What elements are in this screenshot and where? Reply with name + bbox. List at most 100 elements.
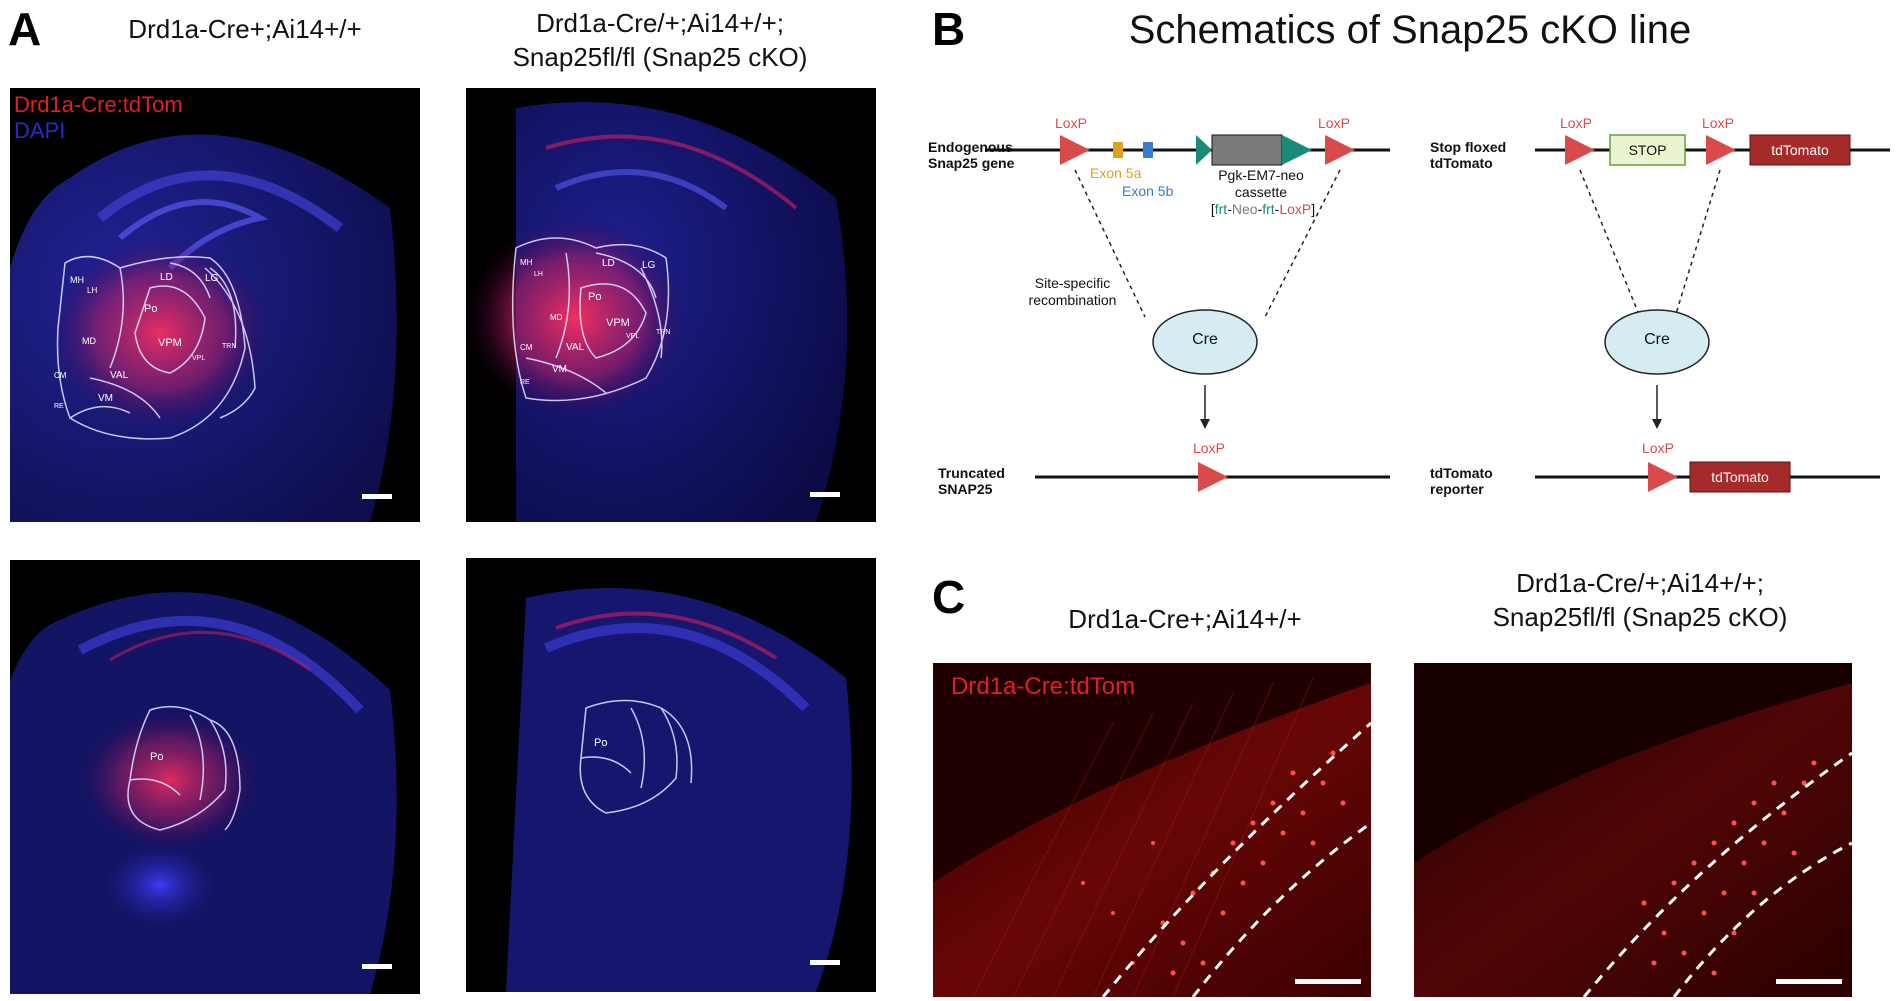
loxp-triangle [1565,135,1595,165]
legend-dapi: DAPI [14,118,66,143]
loxp-triangle [1060,135,1090,165]
loxp-label: LoxP [1318,115,1350,131]
panel-c-letter: C [932,571,966,623]
region-lg: LG [205,273,219,284]
loxp-label: LoxP [1702,115,1734,131]
bracket: ] [1311,201,1316,217]
panel-a-genotype-control: Drd1a-Cre+;Ai14+/+ [128,14,362,44]
panel-b-title: Schematics of Snap25 cKO line [1128,8,1692,52]
endogenous-label-2: Snap25 gene [928,155,1015,171]
panel-a-letter: A [8,3,42,55]
neo-box [1211,134,1283,166]
endogenous-label-1: Endogenous [928,139,1013,155]
region-trn: TRN [222,343,236,350]
dash: - [1257,201,1263,217]
truncated-label-1: Truncated [938,465,1005,481]
loxp-label: LoxP [1193,440,1225,456]
scale-bar [1295,979,1361,984]
region-re: RE [54,403,64,410]
micrograph-c-control: Drd1a-Cre:tdTom [933,663,1371,997]
region-lg: LG [642,260,656,271]
stop-box [1609,134,1686,166]
region-val: VAL [566,342,585,353]
region-trn: TRN [656,329,670,336]
region-re: RE [520,379,530,386]
tdtomato-box [1689,461,1791,493]
cre-ellipse [1604,309,1710,375]
micrograph-a-cko-top: MH LH LD LG Po MD VPM VPL TRN VAL CM VM … [466,88,876,522]
region-val: VAL [110,370,129,381]
tdtomato-label: tdTomato [1711,469,1769,485]
region-mh: MH [520,258,533,267]
reporter-label-2: reporter [1430,481,1484,497]
cre-ellipse [1152,309,1258,375]
micrograph-a-control-bottom: Po [10,560,420,994]
region-md: MD [82,336,96,346]
region-vpm: VPM [606,317,630,329]
micrograph-a-cko-bottom: Po [466,558,876,992]
dash: - [1274,201,1280,217]
region-lh: LH [534,271,543,278]
cre-label: Cre [1192,331,1218,348]
tdtomato-box [1749,134,1851,166]
panel-a-genotype-cko-line1: Drd1a-Cre/+;Ai14+/+; [536,8,784,38]
region-vpl: VPL [626,333,639,340]
recombination-label-2: recombination [1028,292,1117,308]
micrograph-c-cko [1414,663,1852,997]
region-vpm: VPM [158,337,182,349]
panel-c-genotype-cko-line1: Drd1a-Cre/+;Ai14+/+; [1516,568,1764,598]
cassette-composition: [frt-Neo-frt-LoxP] [1168,201,1358,218]
frt-text: frt [1262,201,1275,217]
scale-bar [810,960,840,965]
exon5a-label: Exon 5a [1090,165,1142,181]
truncated-label-2: SNAP25 [938,481,993,497]
layer-boundary [1582,751,1852,997]
legend-tdtom: Drd1a-Cre:tdTom [951,673,1136,700]
region-po: Po [588,291,601,303]
cre-label: Cre [1644,331,1670,348]
panel-c-genotype-cko-line2: Snap25fl/fl (Snap25 cKO) [1492,602,1788,632]
tdtomato-label: tdTomato [1771,142,1829,158]
region-vpl: VPL [192,355,205,362]
bracket: [ [1210,201,1215,217]
region-vm: VM [552,364,567,375]
region-po: Po [144,303,157,315]
cassette-label-1: Pgk-EM7-neo [1218,167,1304,183]
loxp-triangle [1198,462,1228,492]
region-po: Po [594,737,607,749]
loxp-text: LoxP [1279,201,1312,217]
micrograph-a-control-top: MH LH LD LG Po MD VPM VPL TRN VAL CM VM … [10,88,420,522]
stop-floxed-label-2: tdTomato [1430,155,1493,171]
neo-text: Neo [1231,201,1258,217]
recombination-label-1: Site-specific [1034,275,1111,291]
frt-triangle [1196,135,1212,165]
scale-bar [810,492,840,497]
region-cm: CM [54,371,67,380]
stop-label: STOP [1628,142,1667,158]
exon5a-box [1113,142,1123,158]
loxp-triangle [1325,135,1355,165]
exon5b-label: Exon 5b [1122,183,1174,199]
panel-b-letter: B [932,3,966,55]
cassette-label-2: cassette [1234,184,1288,200]
legend-tdtom: Drd1a-Cre:tdTom [14,92,183,117]
scale-bar [362,964,392,969]
snap25-schematic: Endogenous Snap25 gene LoxP LoxP Exon 5a… [900,95,1900,515]
region-mh: MH [70,275,84,285]
region-vm: VM [98,393,113,404]
scale-bar [362,494,392,499]
region-po: Po [150,751,163,763]
region-ld: LD [602,258,615,269]
frt-text: frt [1214,201,1228,217]
loxp-label: LoxP [1642,440,1674,456]
frt-triangle [1282,135,1312,165]
loxp-triangle [1706,135,1736,165]
exon5b-box [1143,142,1153,158]
region-ld: LD [160,272,173,283]
region-cm: CM [520,343,533,352]
region-lh: LH [87,286,97,295]
layer-boundary [1191,821,1371,997]
region-md: MD [550,313,563,322]
reporter-label-1: tdTomato [1430,465,1493,481]
loxp-label: LoxP [1560,115,1592,131]
